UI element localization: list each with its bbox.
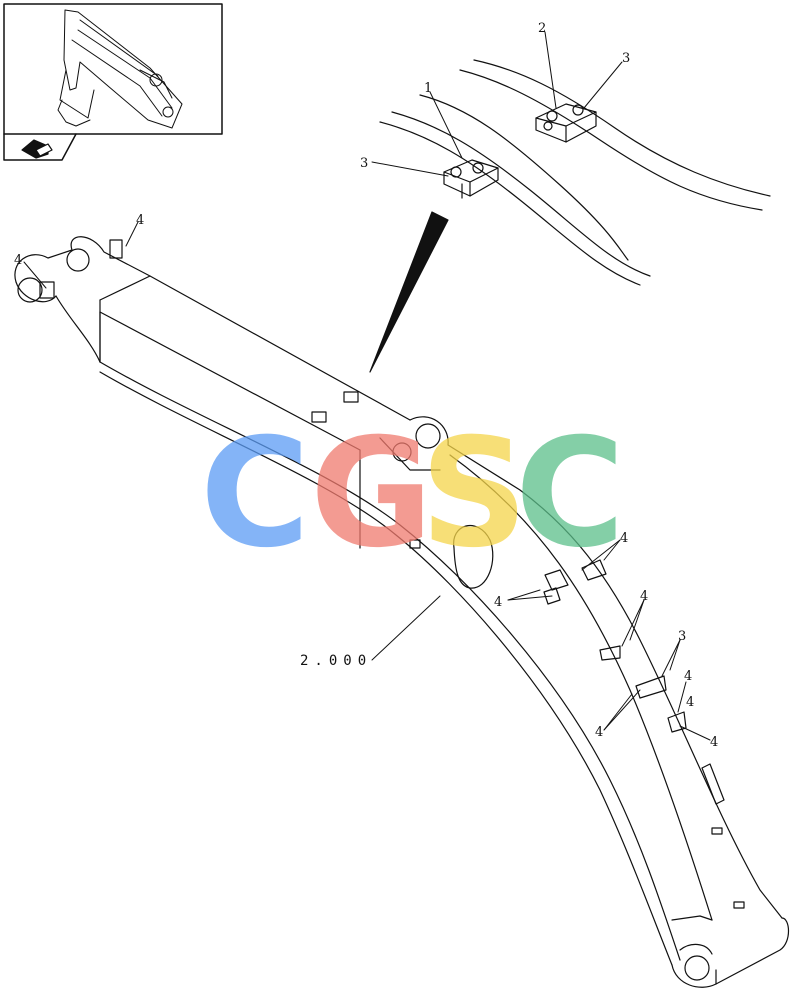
callout-4-d: 4	[494, 595, 502, 610]
callout-4-i: 4	[686, 695, 694, 710]
callout-4-a: 4	[136, 213, 144, 228]
clamp-1	[443, 159, 499, 199]
thumbnail-box	[3, 3, 223, 161]
watermark-letter-c1: C	[200, 407, 310, 581]
callout-4-f: 4	[684, 669, 692, 684]
boom	[14, 236, 790, 988]
callout-4-b: 4	[14, 253, 22, 268]
reference-label: 2.000	[300, 653, 372, 669]
detail-view-pipes	[379, 59, 771, 286]
callout-3-top: 3	[622, 51, 630, 66]
callouts: 1 2 3 3 4 4 4 4 4 4 4 4 4 3 2.000	[14, 21, 718, 750]
watermark-letter-s: S	[420, 407, 528, 581]
watermark: C G S C	[200, 407, 625, 581]
callout-1: 1	[424, 81, 432, 96]
callout-4-e: 4	[640, 589, 648, 604]
callout-3-right: 3	[678, 629, 686, 644]
callout-4-h: 4	[595, 725, 603, 740]
excavator-arm-thumbnail	[57, 9, 183, 129]
watermark-letter-g: G	[310, 407, 433, 581]
callout-2: 2	[538, 21, 546, 36]
book-page-icon[interactable]	[21, 139, 53, 159]
callout-4-g: 4	[710, 735, 718, 750]
clamp-2	[535, 103, 597, 143]
detail-pointer-arrow	[369, 211, 449, 373]
watermark-letter-c2: C	[515, 407, 625, 581]
callout-4-c: 4	[620, 531, 628, 546]
leader-lines	[23, 31, 711, 741]
callout-3-left: 3	[360, 156, 368, 171]
